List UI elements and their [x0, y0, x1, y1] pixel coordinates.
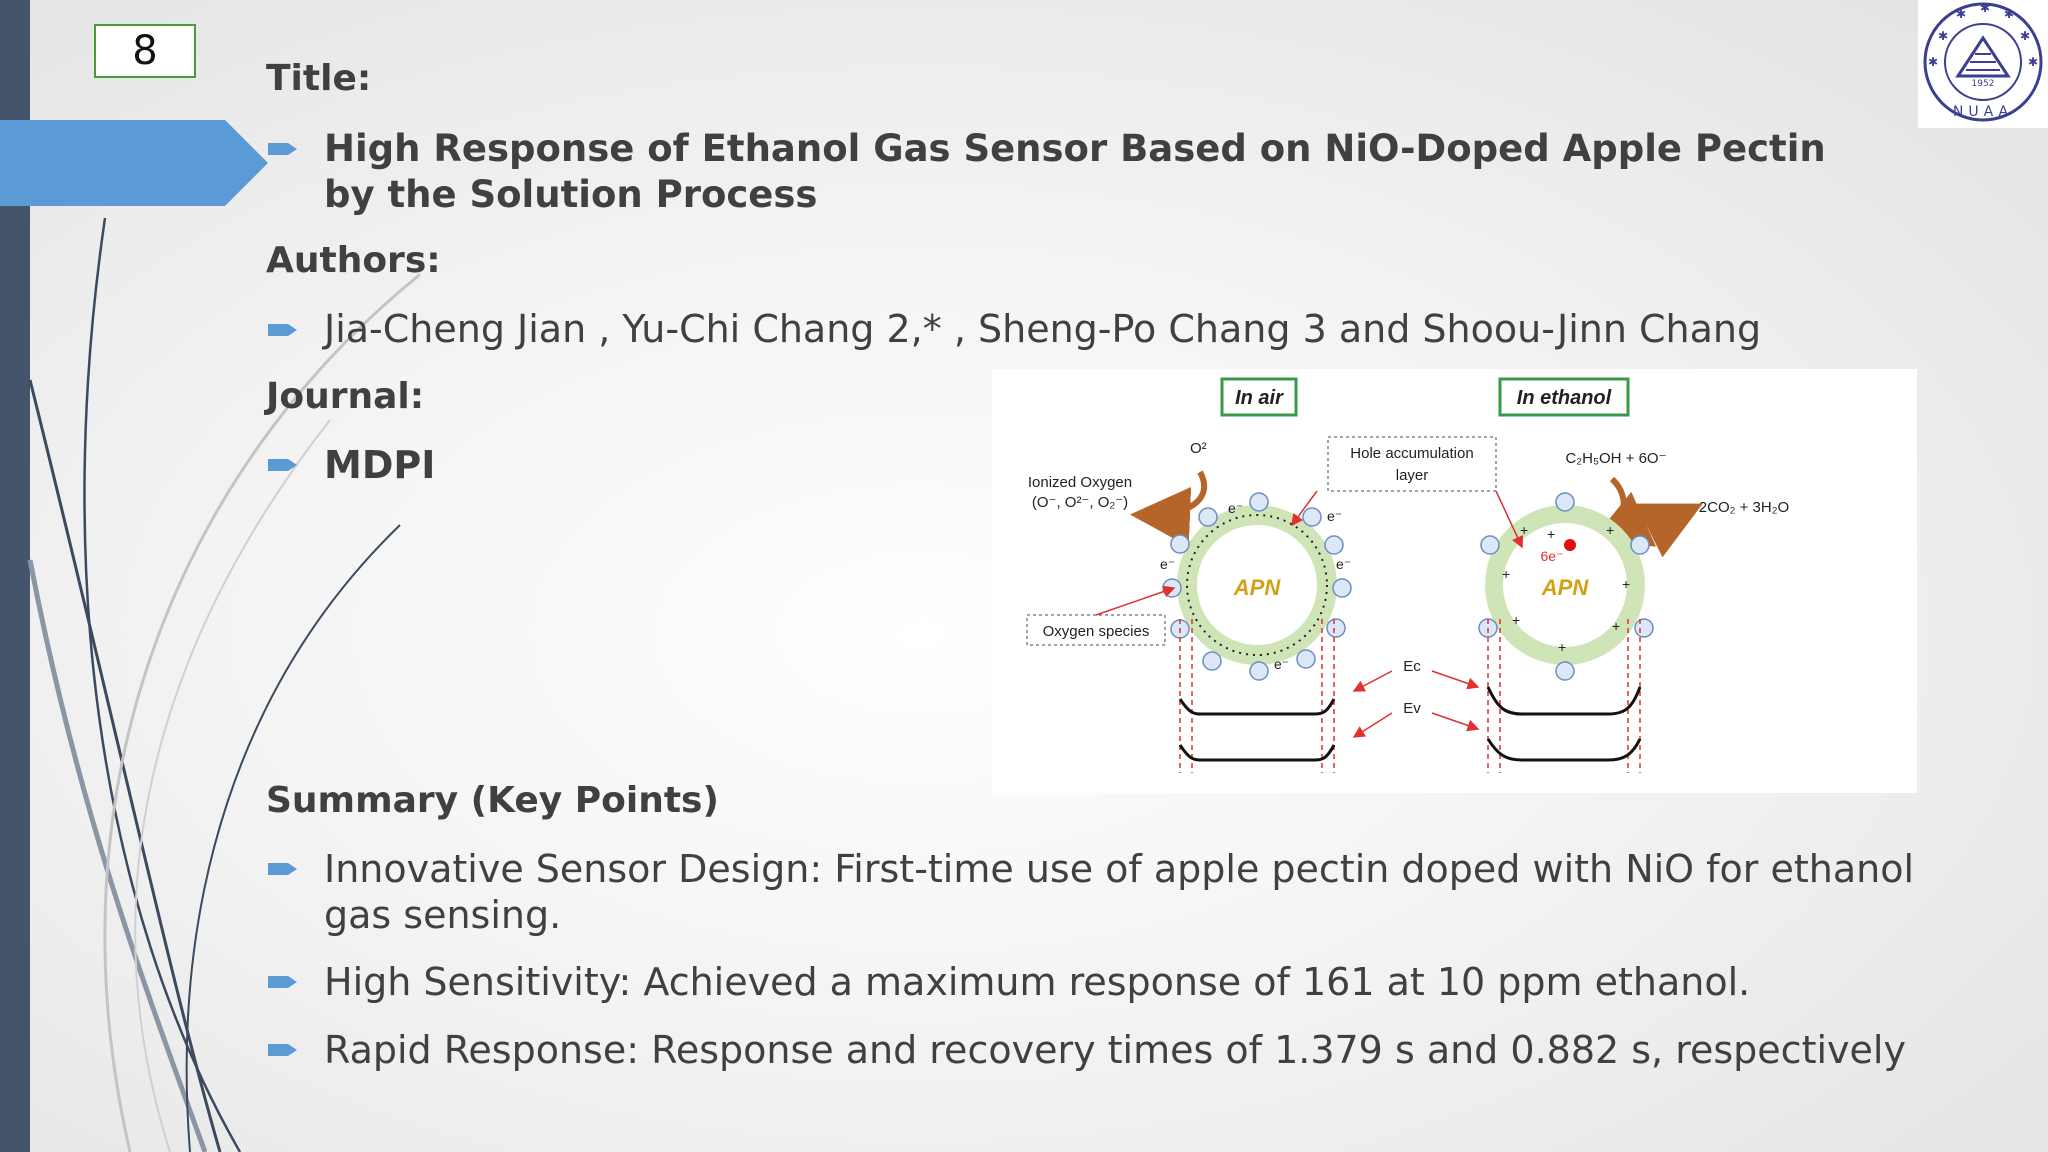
svg-text:+: +: [1558, 639, 1566, 655]
svg-text:✱: ✱: [1938, 29, 1948, 43]
svg-text:Ionized Oxygen: Ionized Oxygen: [1028, 474, 1132, 491]
svg-text:+: +: [1612, 618, 1620, 634]
apn-particle-ethanol: APN 6e⁻: [1485, 505, 1645, 665]
journal-text: MDPI: [324, 443, 436, 487]
svg-text:Hole accumulation: Hole accumulation: [1350, 445, 1473, 462]
apn-particle-air: APN: [1177, 505, 1337, 665]
svg-text:✱: ✱: [1928, 55, 1938, 69]
svg-text:e⁻: e⁻: [1327, 508, 1342, 524]
svg-text:6e⁻: 6e⁻: [1541, 548, 1564, 564]
svg-text:✱: ✱: [1980, 1, 1990, 15]
sensing-mechanism-figure: In air In ethanol Ionized Oxygen (O⁻, O²…: [992, 369, 1917, 793]
page-number: 8: [94, 24, 196, 78]
svg-text:Ec: Ec: [1403, 658, 1421, 675]
decorative-swoosh-lines: [27, 217, 420, 1152]
svg-text:+: +: [1512, 612, 1520, 628]
svg-text:+: +: [1622, 576, 1630, 592]
arrow-bullet-icon: [268, 1044, 297, 1056]
svg-text:(O⁻, O²⁻, O₂⁻): (O⁻, O²⁻, O₂⁻): [1032, 494, 1128, 511]
summary-label: Summary (Key Points): [266, 780, 719, 821]
svg-text:C₂H₅OH + 6O⁻: C₂H₅OH + 6O⁻: [1565, 450, 1666, 467]
svg-text:✱: ✱: [2020, 29, 2030, 43]
arrow-bullet-icon: [268, 324, 297, 336]
svg-text:e⁻: e⁻: [1336, 556, 1351, 572]
summary-point-3: Rapid Response: Response and recovery ti…: [324, 1028, 1906, 1072]
authors-text: Jia-Cheng Jian , Yu-Chi Chang 2,* , Shen…: [324, 307, 1762, 351]
university-logo: 1952 NUAA ✱✱✱ ✱✱✱✱: [1918, 0, 2048, 128]
svg-text:e⁻: e⁻: [1160, 556, 1175, 572]
svg-text:✱: ✱: [2028, 55, 2038, 69]
svg-text:+: +: [1606, 522, 1614, 538]
svg-text:APN: APN: [1541, 575, 1590, 600]
arrow-bullet-icon: [268, 459, 297, 471]
title-label: Title:: [266, 58, 372, 99]
svg-text:✱: ✱: [2004, 7, 2014, 21]
arrow-tab: [0, 120, 268, 206]
summary-point-2: High Sensitivity: Achieved a maximum res…: [324, 960, 1751, 1004]
svg-text:In air: In air: [1235, 387, 1284, 409]
svg-text:✱: ✱: [1956, 7, 1966, 21]
svg-text:+: +: [1547, 526, 1555, 542]
svg-text:APN: APN: [1233, 575, 1282, 600]
svg-text:NUAA: NUAA: [1953, 104, 2013, 120]
arrow-bullet-icon: [268, 143, 297, 155]
svg-text:e⁻: e⁻: [1274, 656, 1289, 672]
svg-text:O²: O²: [1190, 440, 1207, 457]
journal-label: Journal:: [266, 376, 425, 417]
svg-text:+: +: [1502, 566, 1510, 582]
summary-point-1: Innovative Sensor Design: First-time use…: [324, 847, 1915, 937]
authors-label: Authors:: [266, 240, 441, 281]
svg-text:In ethanol: In ethanol: [1517, 387, 1612, 409]
svg-text:Ev: Ev: [1403, 700, 1421, 717]
svg-text:+: +: [1520, 522, 1528, 538]
arrow-bullet-icon: [268, 863, 297, 875]
svg-text:layer: layer: [1396, 467, 1429, 484]
svg-text:1952: 1952: [1972, 79, 1995, 89]
svg-text:2CO₂ + 3H₂O: 2CO₂ + 3H₂O: [1699, 499, 1789, 516]
arrow-bullet-icon: [268, 976, 297, 988]
paper-title: High Response of Ethanol Gas Sensor Base…: [324, 127, 1826, 216]
svg-text:e⁻: e⁻: [1228, 500, 1243, 516]
svg-text:Oxygen species: Oxygen species: [1043, 623, 1150, 640]
